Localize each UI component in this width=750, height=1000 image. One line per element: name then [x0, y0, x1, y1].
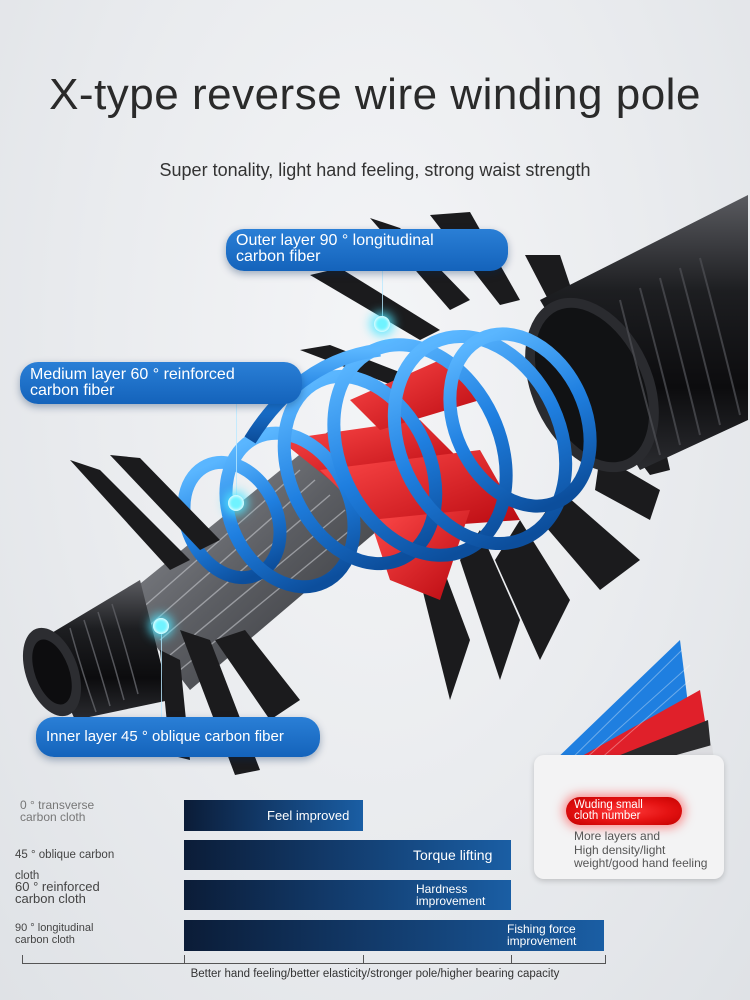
bar-hardness-improvement: Hardness improvement — [184, 880, 511, 910]
medium-layer-marker — [228, 495, 244, 511]
legend-label-0-line-1: 0 ° transverse — [20, 798, 95, 812]
legend-label-45-line-1: 45 ° oblique carbon — [15, 849, 115, 861]
bar-torque-lifting: Torque lifting — [184, 840, 511, 870]
legend-label-60-line-2: carbon cloth — [15, 891, 86, 906]
medium-layer-line-1: Medium layer 60 ° reinforced — [30, 366, 235, 383]
bar-hardness-line-1: Hardness — [416, 882, 468, 896]
bar-hardness-line-2: improvement — [416, 894, 486, 908]
legend-label-60-line-1: 60 ° reinforced — [15, 879, 100, 894]
scale-tick-start — [22, 955, 23, 964]
note-line-2: High density/light — [574, 842, 666, 857]
cloth-number-badge: Wuding small cloth number — [566, 797, 682, 825]
medium-connector-line — [236, 404, 237, 500]
outer-layer-callout: Outer layer 90 ° longitudinal carbon fib… — [226, 229, 508, 271]
layer-info-note: More layers and High density/light weigh… — [574, 829, 724, 871]
scale-tick-end — [605, 955, 606, 964]
blue-layer — [177, 327, 597, 594]
outer-connector-line — [382, 271, 383, 321]
bar-fishing-force-line-2: improvement — [507, 934, 577, 948]
scale-tick-1 — [184, 955, 185, 964]
legend-label-0-line-2: carbon cloth — [20, 810, 86, 824]
bar-torque-lifting-label: Torque lifting — [413, 847, 493, 863]
legend-label-45-oblique: 45 ° oblique carbon cloth — [15, 845, 114, 887]
legend-label-90-longitudinal: 90 ° longitudinal carbon cloth — [15, 922, 93, 946]
inner-tube — [22, 580, 170, 720]
scale-tick-2 — [363, 955, 364, 964]
scale-caption: Better hand feeling/better elasticity/st… — [190, 968, 560, 980]
bar-fishing-force-line-1: Fishing force — [507, 922, 576, 936]
outer-layer-marker — [374, 316, 390, 332]
page-subtitle: Super tonality, light hand feeling, stro… — [159, 160, 591, 180]
badge-line-2: cloth number — [574, 810, 641, 822]
bar-feel-improved: Feel improved — [184, 800, 363, 831]
legend-label-60-reinforced: 60 ° reinforced carbon cloth — [15, 879, 100, 906]
inner-layer-marker — [153, 618, 169, 634]
legend-label-90-line-2: carbon cloth — [15, 934, 75, 946]
medium-layer-callout: Medium layer 60 ° reinforced carbon fibe… — [20, 362, 302, 404]
legend-label-45-line-2: cloth — [15, 870, 40, 882]
inner-layer-callout: Inner layer 45 ° oblique carbon fiber — [36, 717, 320, 757]
legend-label-90-line-1: 90 ° longitudinal — [15, 922, 94, 934]
note-line-1: More layers and — [574, 829, 661, 843]
badge-line-1: Wuding small — [574, 799, 643, 811]
note-line-3: weight/good hand feeling — [574, 856, 708, 870]
scale-axis — [22, 963, 606, 964]
page-title: X-type reverse wire winding pole — [49, 70, 701, 119]
outer-layer-line-1: Outer layer 90 ° longitudinal — [236, 232, 434, 249]
inner-connector-line — [161, 633, 162, 717]
bar-fishing-force: Fishing force improvement — [184, 920, 604, 951]
medium-layer-line-2: carbon fiber — [30, 382, 115, 399]
bar-feel-improved-label: Feel improved — [267, 808, 350, 823]
outer-layer-line-2: carbon fiber — [236, 248, 321, 265]
legend-label-0-transverse: 0 ° transverse carbon cloth — [20, 799, 94, 823]
scale-tick-3 — [511, 955, 512, 964]
